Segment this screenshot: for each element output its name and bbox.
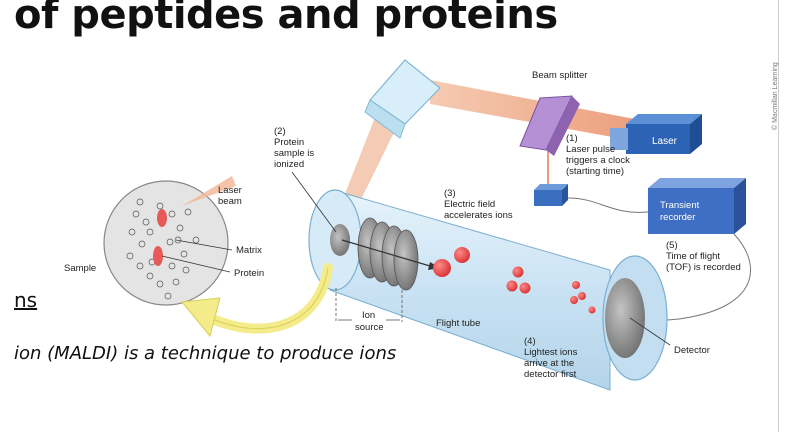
slide-edge-divider [778,0,779,432]
detector-leader [629,317,671,346]
svg-text:Laser: Laser [218,185,242,196]
svg-text:Time of flight: Time of flight [666,251,720,262]
svg-text:(4): (4) [524,336,536,347]
detector-label: Detector [674,345,710,356]
svg-text:Lightest ions: Lightest ions [524,347,578,358]
svg-text:triggers a clock: triggers a clock [566,155,630,166]
svg-text:Laser pulse: Laser pulse [566,144,615,155]
svg-text:ionized: ionized [274,159,304,170]
beam-splitter [519,95,580,156]
svg-text:(TOF) is recorded: (TOF) is recorded [666,262,741,273]
step-2-label: (2) Protein sample is ionized [274,126,314,170]
step-5-label: (5) Time of flight (TOF) is recorded [666,240,741,273]
ion-path-arrow [341,239,431,267]
transient-recorder-label-2: recorder [660,212,695,223]
svg-text:(3): (3) [444,188,456,199]
slide-title: of peptides and proteins [14,0,558,38]
protein-leader [161,255,231,273]
svg-text:detector first: detector first [524,369,577,380]
laser-beam-on-sample [182,176,236,206]
clock-box [534,184,568,206]
prism [364,59,441,139]
laser-label: Laser [652,136,678,147]
laser-beam-label: Laser beam [218,185,242,207]
svg-text:Electric field: Electric field [444,199,495,210]
svg-text:source: source [355,322,384,333]
beam-splitter-label: Beam splitter [532,70,587,81]
sample-plate [103,180,229,306]
flight-tube-label: Flight tube [436,318,480,329]
step-3-label: (3) Electric field accelerates ions [444,188,513,221]
ions [433,247,596,314]
transfer-arrow [181,263,333,338]
body-sentence-fragment: ion (MALDI) is a technique to produce io… [14,343,397,364]
matrix-leader [175,239,233,251]
matrix-label: Matrix [236,245,262,256]
svg-text:(2): (2) [274,126,286,137]
step-1-label: (1) Laser pulse triggers a clock (starti… [566,133,630,177]
laser-device [610,114,702,154]
transient-recorder-label-1: Transient [660,200,700,211]
underlined-text-fragment: ns [14,288,38,312]
svg-text:(starting time): (starting time) [566,166,624,177]
svg-text:(1): (1) [566,133,578,144]
step-4-label: (4) Lightest ions arrive at the detector… [524,336,578,380]
svg-text:beam: beam [218,196,242,207]
svg-text:Ion: Ion [362,310,375,321]
step-2-leader [291,171,337,233]
svg-text:accelerates ions: accelerates ions [444,210,513,221]
sample-label: Sample [64,263,96,274]
ion-source-label: Ion source [335,288,403,333]
svg-text:arrive at the: arrive at the [524,358,574,369]
svg-text:Protein: Protein [274,137,304,148]
transient-recorder [648,178,746,234]
protein-label: Protein [234,268,264,279]
svg-text:sample is: sample is [274,148,314,159]
svg-text:(5): (5) [666,240,678,251]
